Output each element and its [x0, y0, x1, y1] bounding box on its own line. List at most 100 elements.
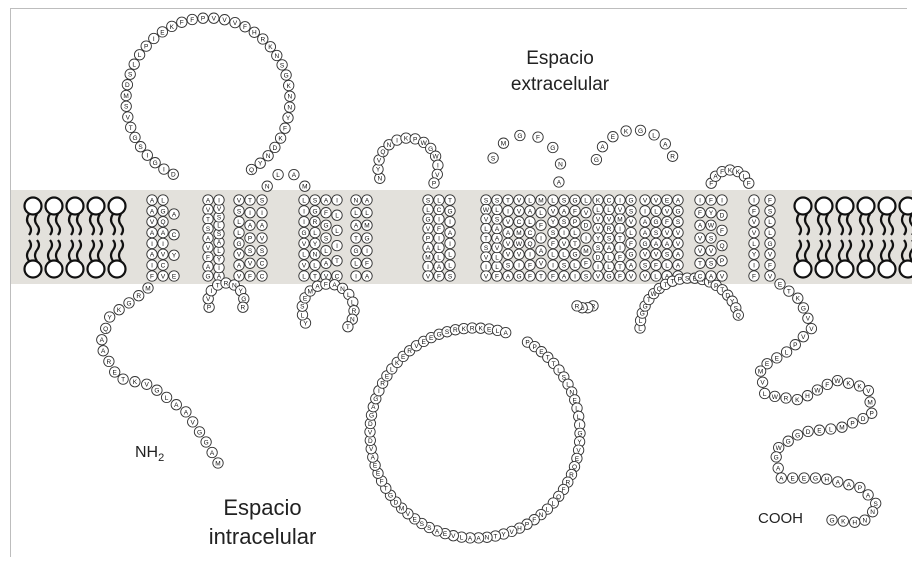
svg-text:A: A — [206, 235, 211, 242]
svg-text:D: D — [720, 213, 725, 220]
amino-acid-residue: F — [615, 271, 625, 281]
amino-acid-residue: S — [445, 271, 455, 281]
svg-text:S: S — [313, 197, 318, 204]
svg-text:I: I — [449, 241, 451, 248]
svg-text:L: L — [365, 210, 369, 217]
svg-text:C: C — [698, 273, 703, 280]
amino-acid-residue: L — [492, 252, 502, 262]
svg-text:S: S — [607, 235, 612, 242]
amino-acid-residue: G — [281, 70, 291, 80]
svg-text:S: S — [427, 525, 432, 532]
svg-text:K: K — [624, 128, 629, 135]
svg-text:V: V — [145, 382, 150, 389]
svg-text:G: G — [550, 145, 555, 152]
amino-acid-residue: L — [525, 217, 535, 227]
svg-text:S: S — [709, 235, 714, 242]
amino-acid-residue: S — [234, 206, 244, 216]
amino-acid-residue: V — [749, 227, 759, 237]
svg-text:I: I — [427, 264, 429, 271]
svg-text:L: L — [652, 132, 656, 139]
amino-acid-residue: D — [581, 220, 591, 230]
svg-text:V: V — [233, 20, 238, 27]
amino-acid-residue: P — [423, 233, 433, 243]
amino-acid-residue: V — [604, 214, 614, 224]
svg-text:M: M — [364, 223, 369, 230]
amino-acid-residue: T — [615, 261, 625, 271]
amino-acid-residue: N — [263, 151, 273, 161]
amino-acid-residue: F — [651, 260, 661, 270]
svg-text:L: L — [654, 273, 658, 280]
amino-acid-residue: V — [593, 214, 603, 224]
amino-acid-residue: I — [434, 233, 444, 243]
amino-acid-residue: A — [245, 220, 255, 230]
svg-text:V: V — [302, 263, 307, 270]
svg-text:V: V — [698, 235, 703, 242]
amino-acid-residue: G — [423, 214, 433, 224]
svg-text:F: F — [573, 208, 577, 215]
amino-acid-residue: S — [125, 69, 135, 79]
amino-acid-residue: M — [213, 458, 223, 468]
amino-acid-residue: A — [492, 233, 502, 243]
svg-text:Y: Y — [108, 314, 113, 321]
svg-text:W: W — [776, 445, 783, 452]
amino-acid-residue: I — [445, 238, 455, 248]
svg-text:R: R — [575, 303, 580, 310]
svg-text:T: T — [121, 377, 125, 384]
svg-text:Y: Y — [258, 161, 263, 168]
svg-text:E: E — [376, 471, 381, 478]
svg-text:R: R — [107, 359, 112, 366]
amino-acid-residue: N — [285, 102, 295, 112]
amino-acid-residue: A — [362, 195, 372, 205]
amino-acid-residue: I — [581, 233, 591, 243]
svg-text:V: V — [150, 219, 155, 226]
svg-text:I: I — [218, 265, 220, 272]
svg-text:D: D — [273, 145, 278, 152]
svg-text:E: E — [160, 29, 165, 36]
svg-text:W: W — [516, 241, 523, 248]
amino-acid-residue: F — [615, 252, 625, 262]
svg-text:T: T — [664, 282, 668, 289]
amino-acid-residue: V — [640, 249, 650, 259]
amino-acid-residue: V — [662, 206, 672, 216]
amino-acid-residue: T — [570, 238, 580, 248]
svg-text:A: A — [528, 208, 533, 215]
amino-acid-residue: K — [843, 378, 853, 388]
svg-text:A: A — [100, 337, 105, 344]
svg-text:V: V — [676, 241, 681, 248]
lipid-head — [88, 261, 105, 278]
svg-text:L: L — [426, 207, 430, 214]
amino-acid-residue: L — [760, 388, 770, 398]
svg-text:P: P — [850, 420, 854, 427]
amino-acid-residue: K — [838, 516, 848, 526]
amino-acid-residue: G — [570, 249, 580, 259]
svg-text:F: F — [768, 263, 772, 270]
lipid-head — [795, 261, 812, 278]
svg-text:V: V — [517, 208, 522, 215]
amino-acid-residue: S — [488, 153, 498, 163]
svg-text:A: A — [506, 230, 511, 237]
amino-acid-residue: C — [434, 204, 444, 214]
svg-text:F: F — [248, 273, 252, 280]
svg-text:A: A — [847, 482, 852, 489]
svg-text:A: A — [248, 223, 253, 230]
amino-acid-residue: I — [245, 208, 255, 218]
amino-acid-residue: G — [310, 206, 320, 216]
svg-text:E: E — [401, 354, 406, 361]
svg-text:A: A — [607, 245, 612, 252]
amino-acid-residue: F — [536, 220, 546, 230]
amino-acid-residue: L — [332, 225, 342, 235]
amino-acid-residue: F — [548, 271, 558, 281]
amino-acid-residue: V — [123, 112, 133, 122]
amino-acid-residue: V — [423, 223, 433, 233]
svg-text:C: C — [161, 263, 166, 270]
amino-acid-residue: T — [343, 322, 353, 332]
svg-text:G: G — [628, 252, 633, 259]
svg-text:A: A — [495, 235, 500, 242]
amino-acid-residue: F — [492, 271, 502, 281]
amino-acid-residue: V — [593, 271, 603, 281]
amino-acid-residue: S — [626, 206, 636, 216]
svg-text:I: I — [552, 263, 554, 270]
svg-text:L: L — [607, 254, 611, 261]
svg-text:I: I — [162, 241, 164, 248]
amino-acid-residue: V — [147, 217, 157, 227]
